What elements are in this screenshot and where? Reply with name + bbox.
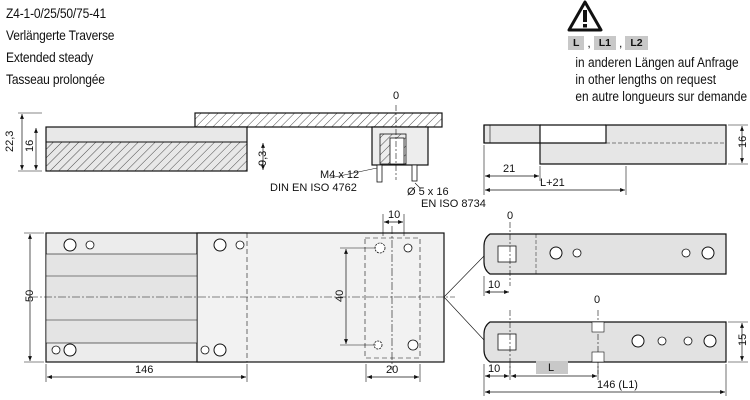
title-en: Extended steady <box>6 49 94 65</box>
badge-l1: L1 <box>593 36 617 50</box>
variant-long <box>483 310 727 374</box>
title-de: Verlängerte Traverse <box>6 27 115 43</box>
pin-spec-1: Ø 5 x 16 <box>407 186 449 198</box>
availability-note: in anderen Längen auf Anfrage in other l… <box>575 54 747 105</box>
screw-spec-2: DIN EN ISO 4762 <box>270 182 357 194</box>
part-code: Z4-1-0/25/50/75-41 <box>6 5 106 21</box>
badge-separator: , <box>587 36 591 50</box>
note-fr: en autre longueurs sur demande <box>575 89 747 104</box>
dim-plan-20: 20 <box>386 364 398 376</box>
dim-r1-zero: 0 <box>507 210 513 222</box>
section-view <box>45 105 443 183</box>
plan-view <box>30 226 455 370</box>
side-view <box>483 124 727 165</box>
dim-side-16: 16 <box>737 136 749 148</box>
badge-l: L <box>568 36 585 50</box>
dim-r2-146: 146 (L1) <box>597 379 638 391</box>
dim-16-left: 16 <box>24 140 36 152</box>
dim-zero-top: 0 <box>393 90 399 102</box>
dim-9-3: 9,3 <box>257 151 269 166</box>
pin-spec-2: EN ISO 8734 <box>421 198 486 210</box>
dim-plan-10: 10 <box>388 209 400 221</box>
note-de: in anderen Längen auf Anfrage <box>575 55 739 70</box>
dim-plan-50: 50 <box>24 290 36 302</box>
dim-r2-15: 15 <box>737 334 749 346</box>
length-badges: L , L1 , L2 <box>568 36 648 50</box>
dim-plan-40: 40 <box>334 290 346 302</box>
badge-separator: , <box>619 36 623 50</box>
dim-22-3: 22,3 <box>4 131 16 152</box>
note-en: in other lengths on request <box>575 72 716 87</box>
dim-r2-10: 10 <box>488 363 500 375</box>
dim-r2-zero: 0 <box>594 294 600 306</box>
badge-l2: L2 <box>625 36 648 50</box>
title-fr: Tasseau prolongée <box>6 71 105 87</box>
dim-side-l21: L+21 <box>540 177 565 189</box>
dim-plan-146: 146 <box>135 364 153 376</box>
screw-spec-1: M4 x 12 <box>320 169 359 181</box>
dim-r2-l: L <box>548 362 554 374</box>
variant-short <box>483 222 727 286</box>
title-block: Z4-1-0/25/50/75-41 Verlängerte Traverse … <box>6 2 115 90</box>
dim-r1-10: 10 <box>488 279 500 291</box>
warning-icon <box>567 0 603 32</box>
l-badge-bg <box>536 361 568 374</box>
dim-side-21: 21 <box>503 163 515 175</box>
